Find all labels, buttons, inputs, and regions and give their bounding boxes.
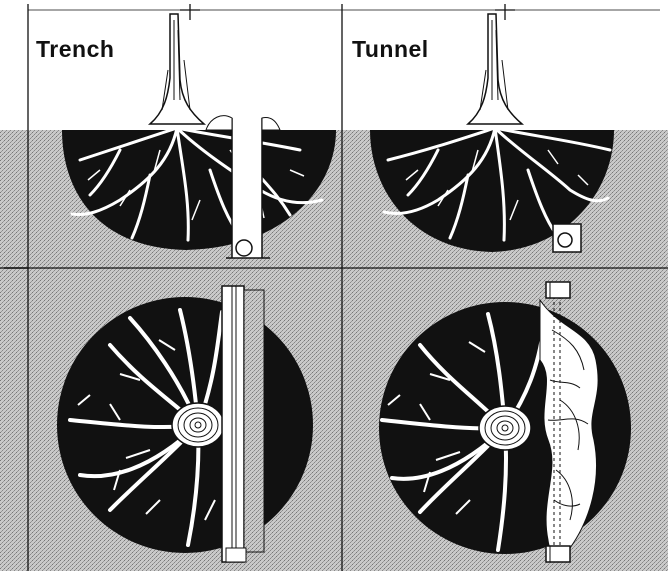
trench-pipe	[236, 240, 252, 256]
trench-trunk-rings	[172, 403, 224, 447]
tunnel-trunk-rings	[479, 406, 531, 450]
trench-label: Trench	[36, 36, 114, 63]
tunnel-pipe	[558, 233, 572, 247]
trench-slot	[232, 118, 262, 258]
tunnel-label: Tunnel	[352, 36, 429, 63]
trench-plan-cut	[222, 286, 244, 562]
